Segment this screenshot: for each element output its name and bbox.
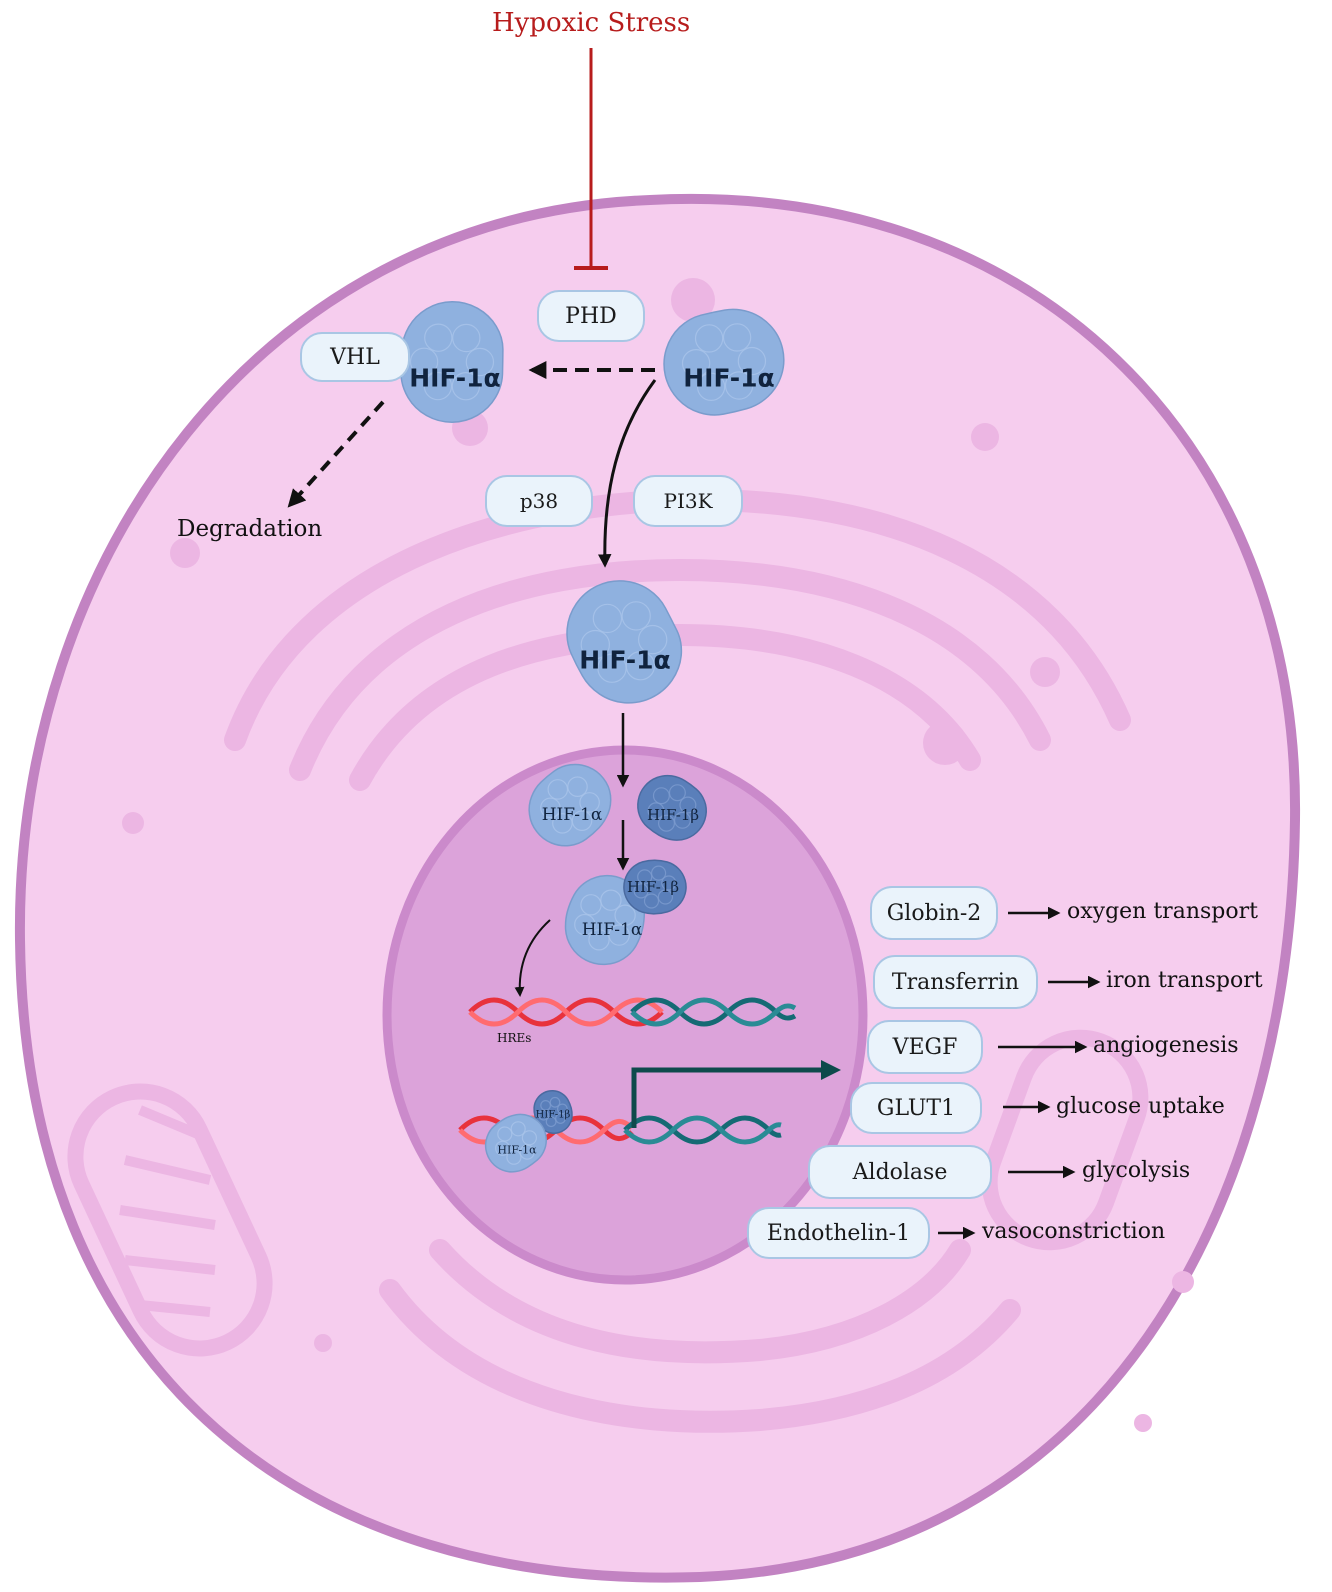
effect-glucose-uptake: glucose uptake [1056,1094,1225,1119]
hypoxic-stress-label: Hypoxic Stress [492,8,691,38]
protein-blobs [400,301,785,1173]
hif1a-label-bound: HIF-1α [497,1143,537,1157]
effect-oxygen-transport: oxygen transport [1067,899,1258,924]
hif1b-label-dimer: HIF-1β [626,878,680,896]
hif1a-blob-vhl-bound [400,301,504,423]
pi3k-pill: PI3K [633,475,743,527]
hif1a-label-nucleus: HIF-1α [541,805,603,825]
target-gene-transferrin: Transferrin [873,955,1038,1009]
hif1b-label-nucleus: HIF-1β [646,806,700,824]
hif1a-blob-dimer [564,874,646,966]
stabilization-arrow [597,379,657,568]
hif1a-blob-stabilized [566,580,683,704]
hif1a-label-cytoplasm: HIF-1α [683,363,775,393]
effect-angiogenesis: angiogenesis [1093,1033,1239,1058]
hif1a-label-stabilized: HIF-1α [579,645,671,675]
hif1b-blob-nucleus [637,774,708,841]
degradation-arrow [287,400,385,508]
effect-glycolysis: glycolysis [1082,1158,1191,1183]
target-gene-aldolase: Aldolase [808,1145,992,1199]
hif1b-blob-bound [533,1090,573,1134]
target-arrows [938,906,1101,1240]
hif1a-blob-cytoplasm [663,308,785,416]
hif1a-blob-nucleus [528,763,612,847]
hif1a-label-dimer: HIF-1α [581,920,643,940]
phd-pill: PHD [537,290,645,342]
hif1b-label-bound: HIF-1β [535,1109,571,1121]
target-gene-endothelin-1: Endothelin-1 [747,1207,930,1259]
target-gene-vegf: VEGF [867,1020,983,1074]
effect-vasoconstriction: vasoconstriction [982,1219,1166,1244]
mitochondria [67,1029,1149,1357]
hif1b-blob-dimer [623,859,687,915]
vesicles [122,278,1194,1432]
vhl-pill: VHL [300,332,410,382]
degradation-label: Degradation [177,516,323,542]
hif1a-blob-bound [484,1113,547,1173]
effect-iron-transport: iron transport [1106,968,1263,993]
target-gene-glut1: GLUT1 [850,1082,982,1134]
dna-hre-strand [468,997,797,1027]
p38-pill: p38 [485,475,593,527]
hres-label: HREs [497,1031,532,1045]
hif1a-label-vhl: HIF-1α [409,363,501,393]
hre-binding-arrow [514,919,551,997]
transcription-arrow [631,1060,841,1128]
target-gene-globin-2: Globin-2 [870,886,998,940]
